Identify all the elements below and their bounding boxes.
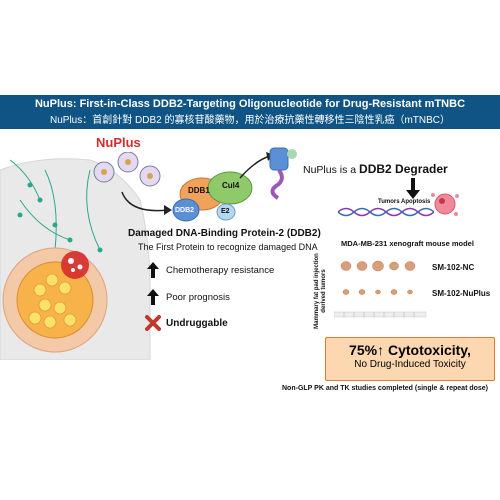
cross-icon [145, 315, 161, 331]
up-arrow-icon [147, 289, 159, 305]
point-chemo-resistance: Chemotherapy resistance [166, 265, 275, 276]
down-arrow-icon [406, 178, 420, 199]
footer-note: Non-GLP PK and TK studies completed (sin… [282, 385, 489, 392]
e2-label: E2 [221, 208, 230, 215]
ddb2-label: DDB2 [175, 207, 195, 214]
nuplus-label: NuPlus [96, 135, 141, 150]
result-cytotoxicity: 75%↑ Cytotoxicity, [349, 342, 471, 358]
banner-subtitle: NuPlus：首創針對 DDB2 的寡核苷酸藥物，用於治療抗藥性轉移性三陰性乳癌… [49, 115, 451, 126]
result-no-toxicity: No Drug-Induced Toxicity [354, 359, 466, 370]
row-label-nuplus: SM-102-NuPlus [432, 289, 491, 298]
y-axis-label-line2: derived tumors [320, 269, 327, 313]
tumor-cell-icon [431, 193, 459, 216]
protein-title: Damaged DNA-Binding Protein-2 (DDB2) [128, 228, 321, 239]
row-label-nc: SM-102-NC [432, 263, 475, 272]
nanoparticles-icon [93, 152, 161, 187]
degrader-strong: DDB2 Degrader [359, 162, 448, 176]
ddb1-label: DDB1 [188, 186, 210, 195]
degrader-heading: NuPlus is a DDB2 Degrader [303, 162, 448, 176]
degrader-molecule-icon [269, 147, 297, 200]
y-axis-label-line1: Mammary fat pad injection [313, 253, 320, 329]
curved-arrow-icon [121, 191, 172, 215]
result-box: 75%↑ Cytotoxicity, No Drug-Induced Toxic… [325, 337, 495, 381]
patient-illustration [0, 158, 151, 360]
tumor-samples [334, 260, 427, 318]
model-title: MDA-MB-231 xenograft mouse model [341, 239, 474, 248]
y-axis-label: Mammary fat pad injection derived tumors [303, 253, 333, 330]
banner-title: NuPlus: First-in-Class DDB2-Targeting Ol… [34, 98, 466, 110]
title-banner: NuPlus: First-in-Class DDB2-Targeting Ol… [0, 95, 500, 129]
up-arrow-icon [147, 262, 159, 278]
dna-icon [338, 207, 434, 217]
degrader-prefix: NuPlus is a [303, 164, 360, 176]
tumor-apoptosis-label: Tumors Apoptosis [378, 199, 431, 205]
ddb-complex-diagram [172, 171, 253, 222]
point-undruggable: Undruggable [166, 318, 228, 329]
protein-description: The First Protein to recognize damaged D… [138, 242, 318, 252]
point-poor-prognosis: Poor prognosis [166, 292, 230, 303]
cul4-label: Cul4 [222, 181, 240, 190]
